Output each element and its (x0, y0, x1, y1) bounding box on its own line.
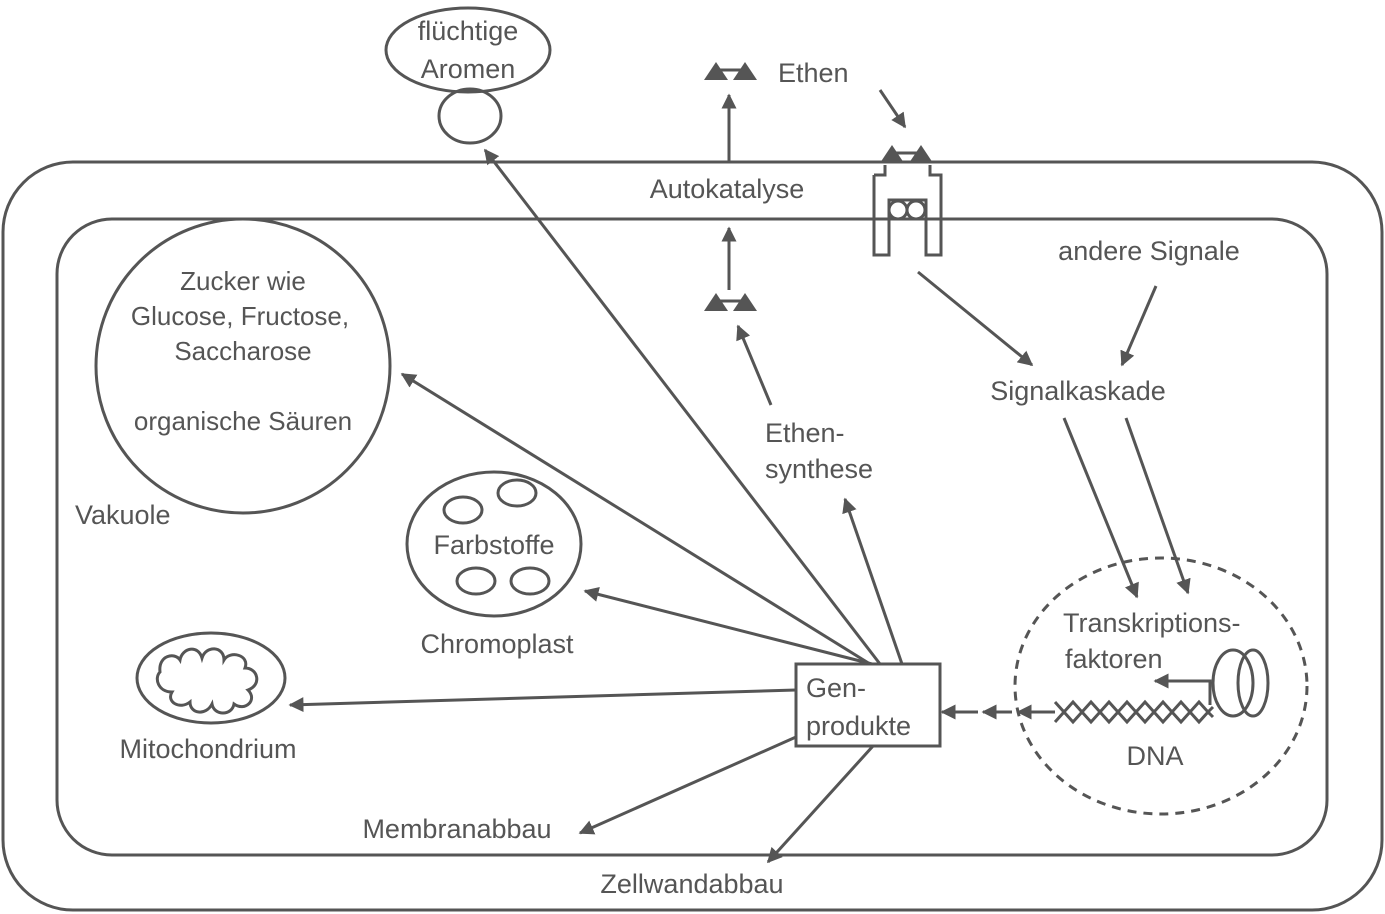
label-produkte: produkte (806, 711, 911, 741)
label-saccharose: Saccharose (174, 336, 311, 366)
chromoplast-grain-1 (442, 495, 484, 525)
arrow-gp-to-zellwandabbau (766, 744, 875, 864)
label-vakuole: Vakuole (75, 500, 171, 530)
ethene-molecule-icon (704, 62, 757, 80)
arrow-receptor-to-signalkaskade (917, 270, 1034, 367)
label-autokatalyse: Autokatalyse (650, 174, 805, 204)
arrow-gp-to-aromen (483, 148, 882, 665)
ethene-receptor-icon (872, 145, 943, 257)
arrow-signalkaskade-1 (1062, 417, 1139, 599)
transcription-complex-icon-1 (1211, 648, 1255, 718)
label-ethen-synthese-1: Ethen- (765, 418, 845, 448)
transcription-complex-icon-2 (1236, 648, 1270, 718)
dna-strand-2 (1053, 709, 1215, 725)
arrow-gp-to-mitochondrium (288, 688, 797, 713)
label-fluechtige: flüchtige (418, 16, 519, 46)
label-ethen: Ethen (778, 58, 849, 88)
chromoplast-grain-2 (496, 478, 538, 508)
arrow-tf-from-complex (1153, 673, 1212, 705)
label-aromen: Aromen (421, 54, 516, 84)
aroma-bubble (384, 6, 552, 94)
chromoplast-grain-4 (509, 566, 551, 596)
vacuole (94, 217, 392, 515)
label-mitochondrium: Mitochondrium (119, 734, 296, 764)
cell-membrane (55, 217, 1329, 857)
label-zucker-wie: Zucker wie (180, 266, 306, 296)
label-gen: Gen- (806, 673, 866, 703)
mitochondrium-cristae (155, 647, 259, 715)
arrow-gp-to-vakuole (400, 372, 871, 666)
dna-strand-1 (1053, 699, 1215, 715)
arrow-signalkaskade-2 (1124, 417, 1191, 595)
mitochondrium (135, 631, 287, 725)
label-andere-signale: andere Signale (1058, 236, 1240, 266)
arrow-gp-to-ethensynthese (842, 497, 904, 665)
label-dna: DNA (1126, 741, 1183, 771)
chromoplast-grain-3 (455, 566, 497, 596)
zellkern (1013, 556, 1309, 816)
arrow-gp-to-membranabbau (578, 735, 797, 835)
label-zellwandabbau: Zellwandabbau (600, 869, 783, 899)
label-glucose-fructose: Glucose, Fructose, (131, 301, 349, 331)
label-faktoren: faktoren (1065, 644, 1163, 674)
cell-wall (1, 160, 1384, 912)
ethene-molecule-inner-icon (704, 293, 757, 311)
arrow-andere-signale (1120, 285, 1158, 367)
arrow-gp-to-chromoplast (583, 587, 873, 666)
label-ethen-synthese-2: synthese (765, 454, 873, 484)
label-farbstoffe: Farbstoffe (433, 530, 554, 560)
label-signalkaskade: Signalkaskade (990, 376, 1166, 406)
label-membranabbau: Membranabbau (362, 814, 551, 844)
arrow-to-inner-ethene (736, 324, 773, 406)
label-transkriptions: Transkriptions- (1063, 608, 1241, 638)
label-organische-saeuren: organische Säuren (134, 406, 352, 436)
label-chromoplast: Chromoplast (420, 629, 574, 659)
arrow-ethen-to-receptor (878, 89, 907, 129)
aroma-vesicle (437, 87, 503, 145)
chromoplast (405, 470, 583, 618)
